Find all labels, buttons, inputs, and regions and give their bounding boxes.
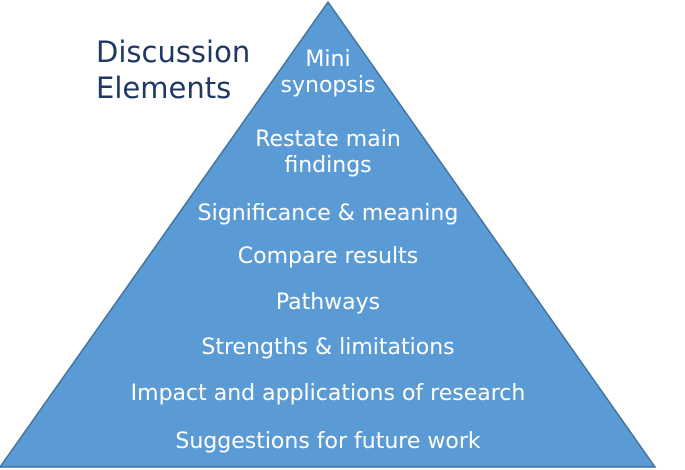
level-pathways: Pathways	[0, 290, 656, 316]
level-restate-line-2: findings	[284, 153, 372, 178]
diagram-title: Discussion Elements	[96, 34, 250, 106]
level-mini-synopsis-line-1: Mini	[305, 47, 351, 72]
level-impact-text: Impact and applications of research	[130, 381, 526, 406]
level-mini-synopsis: Mini synopsis	[0, 47, 656, 99]
level-significance-text: Significance & meaning	[197, 201, 459, 226]
level-impact-applications: Impact and applications of research	[0, 381, 656, 407]
level-suggestions-text: Suggestions for future work	[175, 429, 481, 454]
pyramid-triangle	[0, 0, 657, 468]
level-restate-main-findings: Restate main findings	[0, 127, 656, 179]
level-restate-line-1: Restate main	[255, 127, 401, 152]
level-strengths-limitations: Strengths & limitations	[0, 335, 656, 361]
level-strengths-text: Strengths & limitations	[201, 335, 455, 360]
level-pathways-text: Pathways	[275, 290, 381, 315]
level-compare-text: Compare results	[237, 244, 419, 269]
title-line-1: Discussion	[96, 35, 251, 69]
level-suggestions-future-work: Suggestions for future work	[0, 429, 656, 455]
title-line-2: Elements	[96, 71, 232, 105]
level-mini-synopsis-line-2: synopsis	[280, 73, 376, 98]
level-significance-meaning: Significance & meaning	[0, 201, 656, 227]
level-compare-results: Compare results	[0, 244, 656, 270]
